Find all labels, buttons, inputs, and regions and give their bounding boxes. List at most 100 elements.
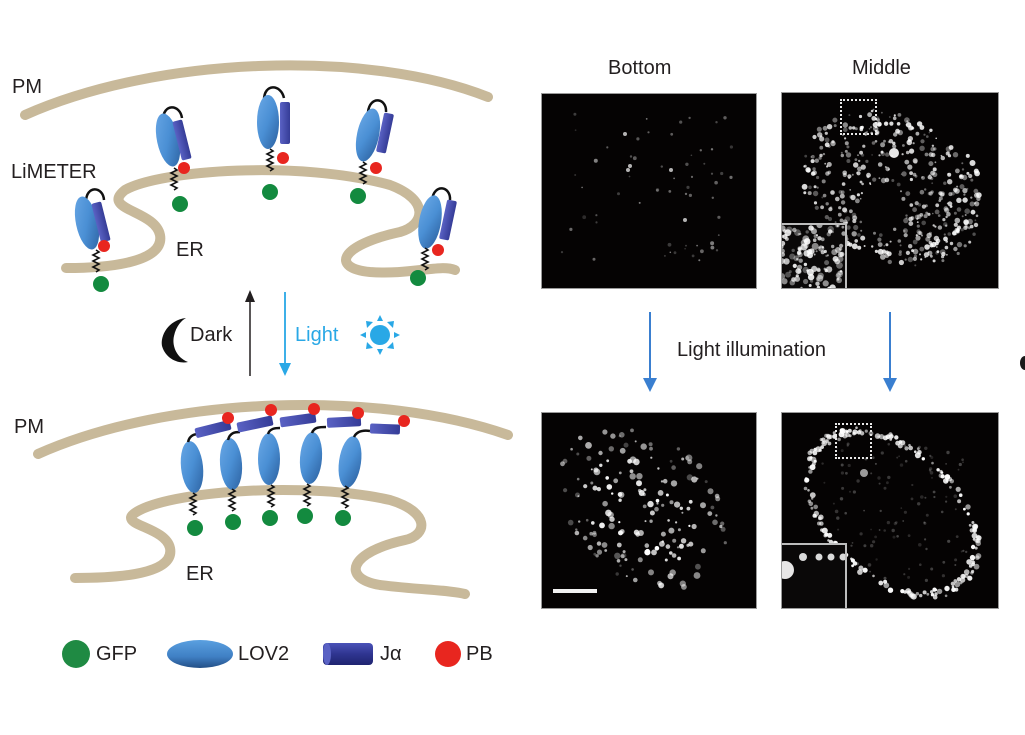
fluorescent-punctum [690,175,694,178]
fluorescent-punctum [669,500,674,505]
fluorescent-punctum [630,428,634,433]
fluorescent-punctum [840,190,845,195]
fluorescent-punctum [662,478,668,484]
fluorescent-punctum [919,253,921,256]
light-illumination-label: Light illumination [677,339,826,361]
pm-label-light: PM [14,416,44,438]
fluorescent-punctum [885,250,889,255]
fluorescent-punctum [815,250,818,253]
roi-box [840,99,877,135]
fluorescent-punctum [928,161,934,167]
fluorescent-punctum [919,246,925,252]
fluorescent-punctum [953,246,958,252]
fluorescent-punctum [853,224,859,231]
fluorescent-punctum [839,193,845,199]
fluorescent-punctum [863,245,866,247]
fluorescent-punctum [669,251,672,254]
fluorescent-punctum [850,194,856,201]
fluorescent-punctum [928,174,931,176]
fluorescent-punctum [883,582,890,589]
fluorescent-punctum [970,544,976,550]
fluorescent-punctum [798,247,802,251]
fluorescent-punctum [910,593,917,600]
fluorescent-punctum [896,535,899,538]
fluorescent-punctum [626,168,630,172]
fluorescent-punctum [975,555,980,560]
fluorescent-punctum [964,573,969,578]
fluorescent-punctum [824,137,830,143]
fluorescent-punctum [808,284,812,287]
fluorescent-punctum [667,242,672,247]
fluorescent-punctum [685,162,689,166]
limeter-probe-dark-5 [410,187,457,286]
fluorescent-punctum [930,190,934,194]
fluorescent-punctum [844,216,851,222]
fluorescent-punctum [889,121,894,126]
limeter-label: LiMETER [11,161,97,183]
fluorescent-punctum [836,277,840,281]
fluorescent-punctum [964,214,967,216]
fluorescent-punctum [928,152,934,157]
fluorescent-punctum [827,441,832,446]
fluorescent-punctum [578,435,583,441]
fluorescent-punctum [648,569,654,576]
fluorescent-punctum [660,165,663,168]
fluorescent-punctum [921,204,926,209]
fluorescent-punctum [910,497,914,501]
fluorescent-punctum [855,562,859,566]
legend-pb-icon [435,641,461,667]
fluorescent-punctum [840,471,844,475]
fluorescent-punctum [870,109,874,113]
fluorescent-punctum [590,481,594,485]
fluorescent-punctum [624,558,628,562]
fluorescent-punctum [821,179,826,184]
fluorescent-punctum [804,154,808,158]
fluorescent-punctum [857,569,863,575]
fluorescent-punctum [842,122,848,128]
fluorescent-punctum [867,112,872,118]
fluorescent-punctum [720,171,724,176]
fluorescent-punctum [966,512,970,516]
fluorescent-punctum [923,252,929,258]
fluorescent-punctum [970,196,973,199]
fluorescent-punctum [868,128,871,130]
fluorescent-punctum [844,511,847,515]
fluorescent-punctum [851,212,857,218]
fluorescent-punctum [857,233,861,237]
fluorescent-punctum [824,269,828,273]
fluorescent-punctum [593,552,597,556]
fluorescent-punctum [837,528,840,531]
fluorescent-punctum [688,499,693,504]
fluorescent-punctum [782,244,784,249]
fluorescent-punctum [877,162,883,167]
fluorescent-punctum [968,564,973,568]
fluorescent-punctum [686,543,690,547]
fluorescent-punctum [944,594,948,598]
fluorescent-punctum [667,519,670,522]
fluorescent-punctum [815,281,820,286]
fluorescent-punctum [700,502,706,509]
fluorescent-punctum [668,527,675,534]
fluorescent-punctum [877,237,882,242]
fluorescent-punctum [669,168,673,172]
fluorescent-punctum [827,286,832,288]
fluorescent-punctum [693,572,701,579]
fluorescent-punctum [934,161,937,164]
fluorescent-punctum [784,229,792,237]
fluorescent-punctum [926,135,929,138]
fluorescent-punctum [926,232,932,239]
fluorescent-punctum [912,207,917,213]
fluorescent-punctum [903,573,906,576]
fluorescent-punctum [606,459,610,463]
fluorescent-punctum [824,142,830,148]
fluorescent-punctum [810,279,814,283]
fluorescent-punctum [954,217,961,224]
fluorescent-punctum [954,581,961,588]
fluorescent-punctum [908,221,914,227]
fluorescent-punctum [888,139,894,144]
fluorescent-punctum [896,182,901,187]
fluorescent-punctum [804,164,807,168]
fluorescent-punctum [686,474,693,481]
fluorescent-punctum [893,114,896,117]
fluorescent-punctum [880,150,884,155]
